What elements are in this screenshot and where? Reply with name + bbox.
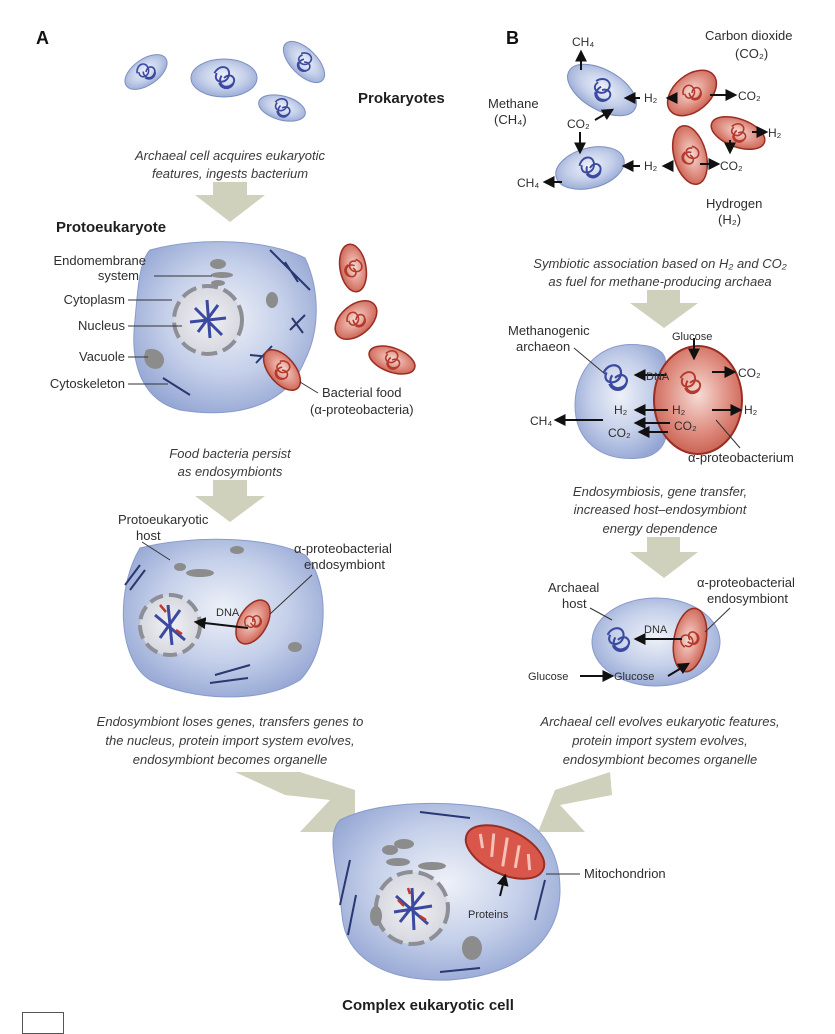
bacterial-food-cells <box>262 243 416 391</box>
pair-h2-archaeon-label: H₂ <box>614 403 628 417</box>
protoeukaryotic-host-label-2: host <box>136 528 161 543</box>
a-step1-caption-1: Archaeal cell acquires eukaryotic <box>134 148 326 163</box>
b-step2-caption-3: energy dependence <box>603 521 718 536</box>
methane-label-2: (CH₄) <box>494 112 527 127</box>
methane-label-1: Methane <box>488 96 539 111</box>
pair-ch4-out-label: CH₄ <box>530 414 552 428</box>
a-step2-caption-2: as endosymbionts <box>178 464 283 479</box>
b-pair-arrows <box>553 338 743 438</box>
pair-co2-out-label: CO₂ <box>738 366 761 380</box>
b-top-arrows <box>542 49 769 188</box>
b-to-final-arrow <box>538 772 612 832</box>
b-step2-arrow <box>630 537 698 578</box>
bacterial-food-label-1: Bacterial food <box>322 385 402 400</box>
prokaryotes-label: Prokaryotes <box>358 90 445 107</box>
a-step2-arrow <box>195 480 265 522</box>
glucose-outside-label: Glucose <box>528 671 568 683</box>
b-step2-caption-2: increased host–endosymbiont <box>574 502 748 517</box>
protoeukaryotic-host-cell <box>122 538 324 698</box>
carbon-dioxide-label-2: (CO₂) <box>735 46 768 61</box>
glucose-inside-label: Glucose <box>614 671 654 683</box>
b-step1-arrow <box>630 290 698 328</box>
ch4-top-label: CH₄ <box>572 35 594 49</box>
vacuole-label: Vacuole <box>79 349 125 364</box>
archaeal-host-label-2: host <box>562 596 587 611</box>
proteins-label: Proteins <box>468 909 509 921</box>
glucose-top-label: Glucose <box>672 331 712 343</box>
co2-left-label: CO₂ <box>567 117 590 131</box>
a-step3-caption-1: Endosymbiont loses genes, transfers gene… <box>97 714 364 729</box>
methanogenic-archaeon-label-2: archaeon <box>516 339 570 354</box>
cytoplasm-label: Cytoplasm <box>64 292 125 307</box>
ch4-bottom-label: CH₄ <box>517 176 539 190</box>
nucleus-label: Nucleus <box>78 318 125 333</box>
a-step1-caption-2: features, ingests bacterium <box>152 166 308 181</box>
a-step1-arrow <box>195 182 265 222</box>
co2-lower-label: CO₂ <box>720 159 743 173</box>
syntrophic-pair <box>574 343 743 459</box>
h2-producing-bacteria <box>666 69 766 186</box>
protoeukaryote-title: Protoeukaryote <box>56 219 166 236</box>
h2-lower-label: H₂ <box>644 159 658 173</box>
archaeal-host-arrows <box>580 633 691 682</box>
methanogenic-archaeon-label-1: Methanogenic <box>508 323 590 338</box>
b-pair-dna-label: DNA <box>646 371 670 383</box>
b-step3-caption-3: endosymbiont becomes organelle <box>563 752 757 767</box>
pair-co2-bacterium-label: CO₂ <box>674 419 697 433</box>
bacterial-food-label-2: (α-proteobacteria) <box>310 402 414 417</box>
panel-b-letter: B <box>506 28 519 48</box>
b-step3-caption-1: Archaeal cell evolves eukaryotic feature… <box>539 714 779 729</box>
page-corner-frame <box>22 1012 64 1034</box>
endomembrane-label-1: Endomembrane <box>54 253 147 268</box>
a-step2-caption-1: Food bacteria persist <box>169 446 292 461</box>
b-endosymbiont-label-1: α-proteobacterial <box>697 575 795 590</box>
alpha-proteobacterium-label: α-proteobacterium <box>688 450 794 465</box>
b-step1-caption-1: Symbiotic association based on H₂ and CO… <box>533 256 786 271</box>
hydrogen-label-2: (H₂) <box>718 212 741 227</box>
a-dna-label: DNA <box>216 607 240 619</box>
h2-right-label: H₂ <box>768 126 782 140</box>
pair-h2-out-label: H₂ <box>744 403 758 417</box>
a-endosymbiont-label-1: α-proteobacterial <box>294 541 392 556</box>
archaeal-host-cell <box>591 597 721 687</box>
endomembrane-label-2: system <box>98 268 139 283</box>
complex-eukaryotic-cell <box>332 802 561 981</box>
a-endosymbiont-label-2: endosymbiont <box>304 557 385 572</box>
prokaryote-cells <box>124 40 326 122</box>
archaeal-host-dna-label: DNA <box>644 624 668 636</box>
a-step3-caption-2: the nucleus, protein import system evolv… <box>105 733 354 748</box>
pair-h2-bacterium-label: H₂ <box>672 403 686 417</box>
a-to-final-arrow <box>235 772 355 832</box>
carbon-dioxide-label-1: Carbon dioxide <box>705 28 792 43</box>
co2-upper-right-label: CO₂ <box>738 89 761 103</box>
complex-eukaryotic-cell-title: Complex eukaryotic cell <box>342 997 514 1014</box>
h2-upper-label: H₂ <box>644 91 658 105</box>
b-step3-caption-2: protein import system evolves, <box>571 733 748 748</box>
panel-a-letter: A <box>36 28 49 48</box>
archaeal-host-label-1: Archaeal <box>548 580 599 595</box>
cytoskeleton-label: Cytoskeleton <box>50 376 125 391</box>
b-endosymbiont-label-2: endosymbiont <box>707 591 788 606</box>
b-step2-caption-1: Endosymbiosis, gene transfer, <box>573 484 747 499</box>
protoeukaryotic-host-label-1: Protoeukaryotic <box>118 512 209 527</box>
a-step3-caption-3: endosymbiont becomes organelle <box>133 752 327 767</box>
b-step1-caption-2: as fuel for methane-producing archaea <box>548 274 771 289</box>
protoeukaryote-labels: Endomembrane system Cytoplasm Nucleus Va… <box>50 253 414 417</box>
mitochondrion-label: Mitochondrion <box>584 866 666 881</box>
methanogen-cells <box>555 63 637 190</box>
hydrogen-label-1: Hydrogen <box>706 196 762 211</box>
pair-co2-archaeon-label: CO₂ <box>608 426 631 440</box>
